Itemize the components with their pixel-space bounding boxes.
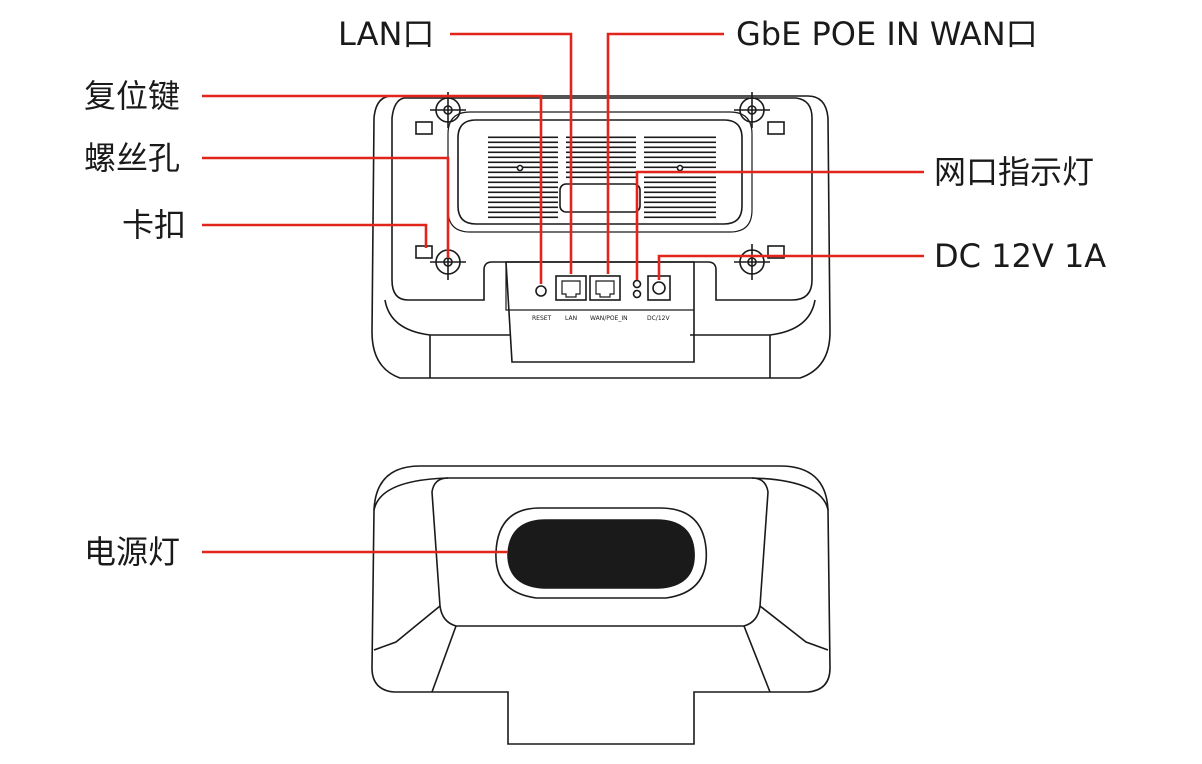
leader-reset [202, 94, 543, 284]
clip-tr [767, 121, 785, 135]
callout-power-led: 电源灯 [84, 533, 181, 571]
callout-reset-button: 复位键 [84, 77, 181, 115]
callout-clip: 卡扣 [122, 206, 187, 244]
leader-screw-hole [202, 156, 450, 258]
clip-br [767, 245, 785, 259]
leader-dc-input [657, 254, 924, 280]
device-top-view [371, 465, 831, 745]
power-led-lens [495, 507, 708, 599]
callout-screw-hole: 螺丝孔 [84, 139, 181, 177]
port-led-1 [632, 279, 642, 289]
callout-lan-port: LAN口 [338, 15, 435, 53]
port-label-lan: LAN [565, 315, 577, 322]
screw-hole-tl [430, 92, 466, 128]
leader-port-led [635, 170, 924, 280]
port-label-dc: DC/12V [647, 315, 670, 322]
leader-lines [202, 32, 924, 554]
wan-jack [589, 275, 621, 301]
leader-clip [202, 223, 428, 248]
port-label-wan: WAN/POE_IN [590, 315, 628, 322]
reset-button [535, 285, 547, 297]
leader-lan [450, 32, 573, 274]
screw-hole-br [734, 244, 770, 280]
port-label-reset: RESET [532, 315, 552, 322]
port-led-2 [632, 289, 642, 299]
lan-jack [555, 275, 587, 301]
clip-tl [415, 121, 433, 135]
callout-port-led: 网口指示灯 [934, 153, 1095, 191]
callout-wan-port: GbE POE IN WAN口 [736, 15, 1038, 53]
clip-bl [415, 245, 433, 259]
port-bay [505, 261, 695, 363]
device-bottom-view [371, 92, 831, 379]
screw-hole-tr [734, 92, 770, 128]
callout-dc-input: DC 12V 1A [934, 237, 1107, 275]
leader-wan [606, 32, 724, 274]
